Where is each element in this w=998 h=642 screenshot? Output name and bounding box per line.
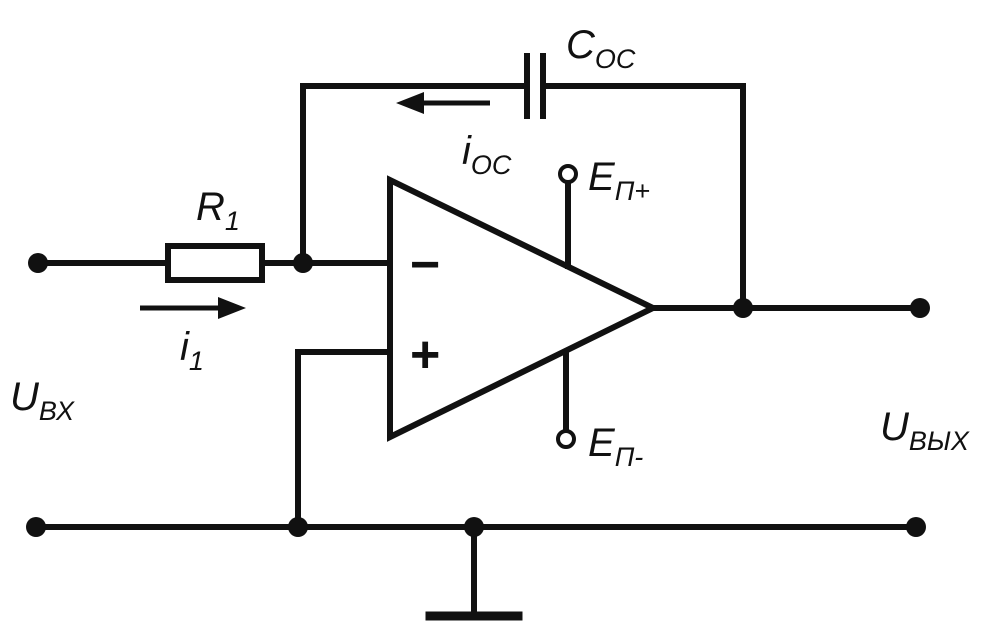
- feedback-current-label: iOC: [462, 129, 512, 180]
- resistor-label: R1: [196, 185, 240, 236]
- feedback-wire-left: [300, 83, 528, 266]
- input-current-arrow: [140, 297, 246, 319]
- supply-pos-label: EП+: [588, 155, 650, 206]
- supply-neg-terminal: [556, 429, 576, 449]
- summing-node: [293, 253, 313, 273]
- capacitor-label: COC: [566, 23, 636, 74]
- ground-terminal-left: [26, 517, 46, 537]
- feedback-wire-right: [542, 83, 746, 311]
- feedback-current-arrow: [396, 92, 490, 114]
- ground-terminal-right: [906, 517, 926, 537]
- noninverting-wire: [295, 349, 393, 530]
- input-terminal: [28, 253, 48, 273]
- resistor-r1: [165, 243, 265, 283]
- inverting-input-sign: −: [410, 236, 440, 294]
- input-current-label: i1: [180, 325, 204, 376]
- output-terminal: [910, 298, 930, 318]
- supply-pos-terminal: [558, 164, 578, 184]
- input-voltage-label: UВХ: [10, 375, 75, 426]
- noninverting-input-sign: +: [410, 326, 440, 384]
- supply-neg-label: EП-: [588, 421, 643, 472]
- opamp-triangle: [387, 175, 660, 442]
- ground-node-center: [464, 517, 484, 537]
- ground-node-left: [288, 517, 308, 537]
- output-node: [733, 298, 753, 318]
- output-voltage-label: UВЫХ: [880, 405, 970, 456]
